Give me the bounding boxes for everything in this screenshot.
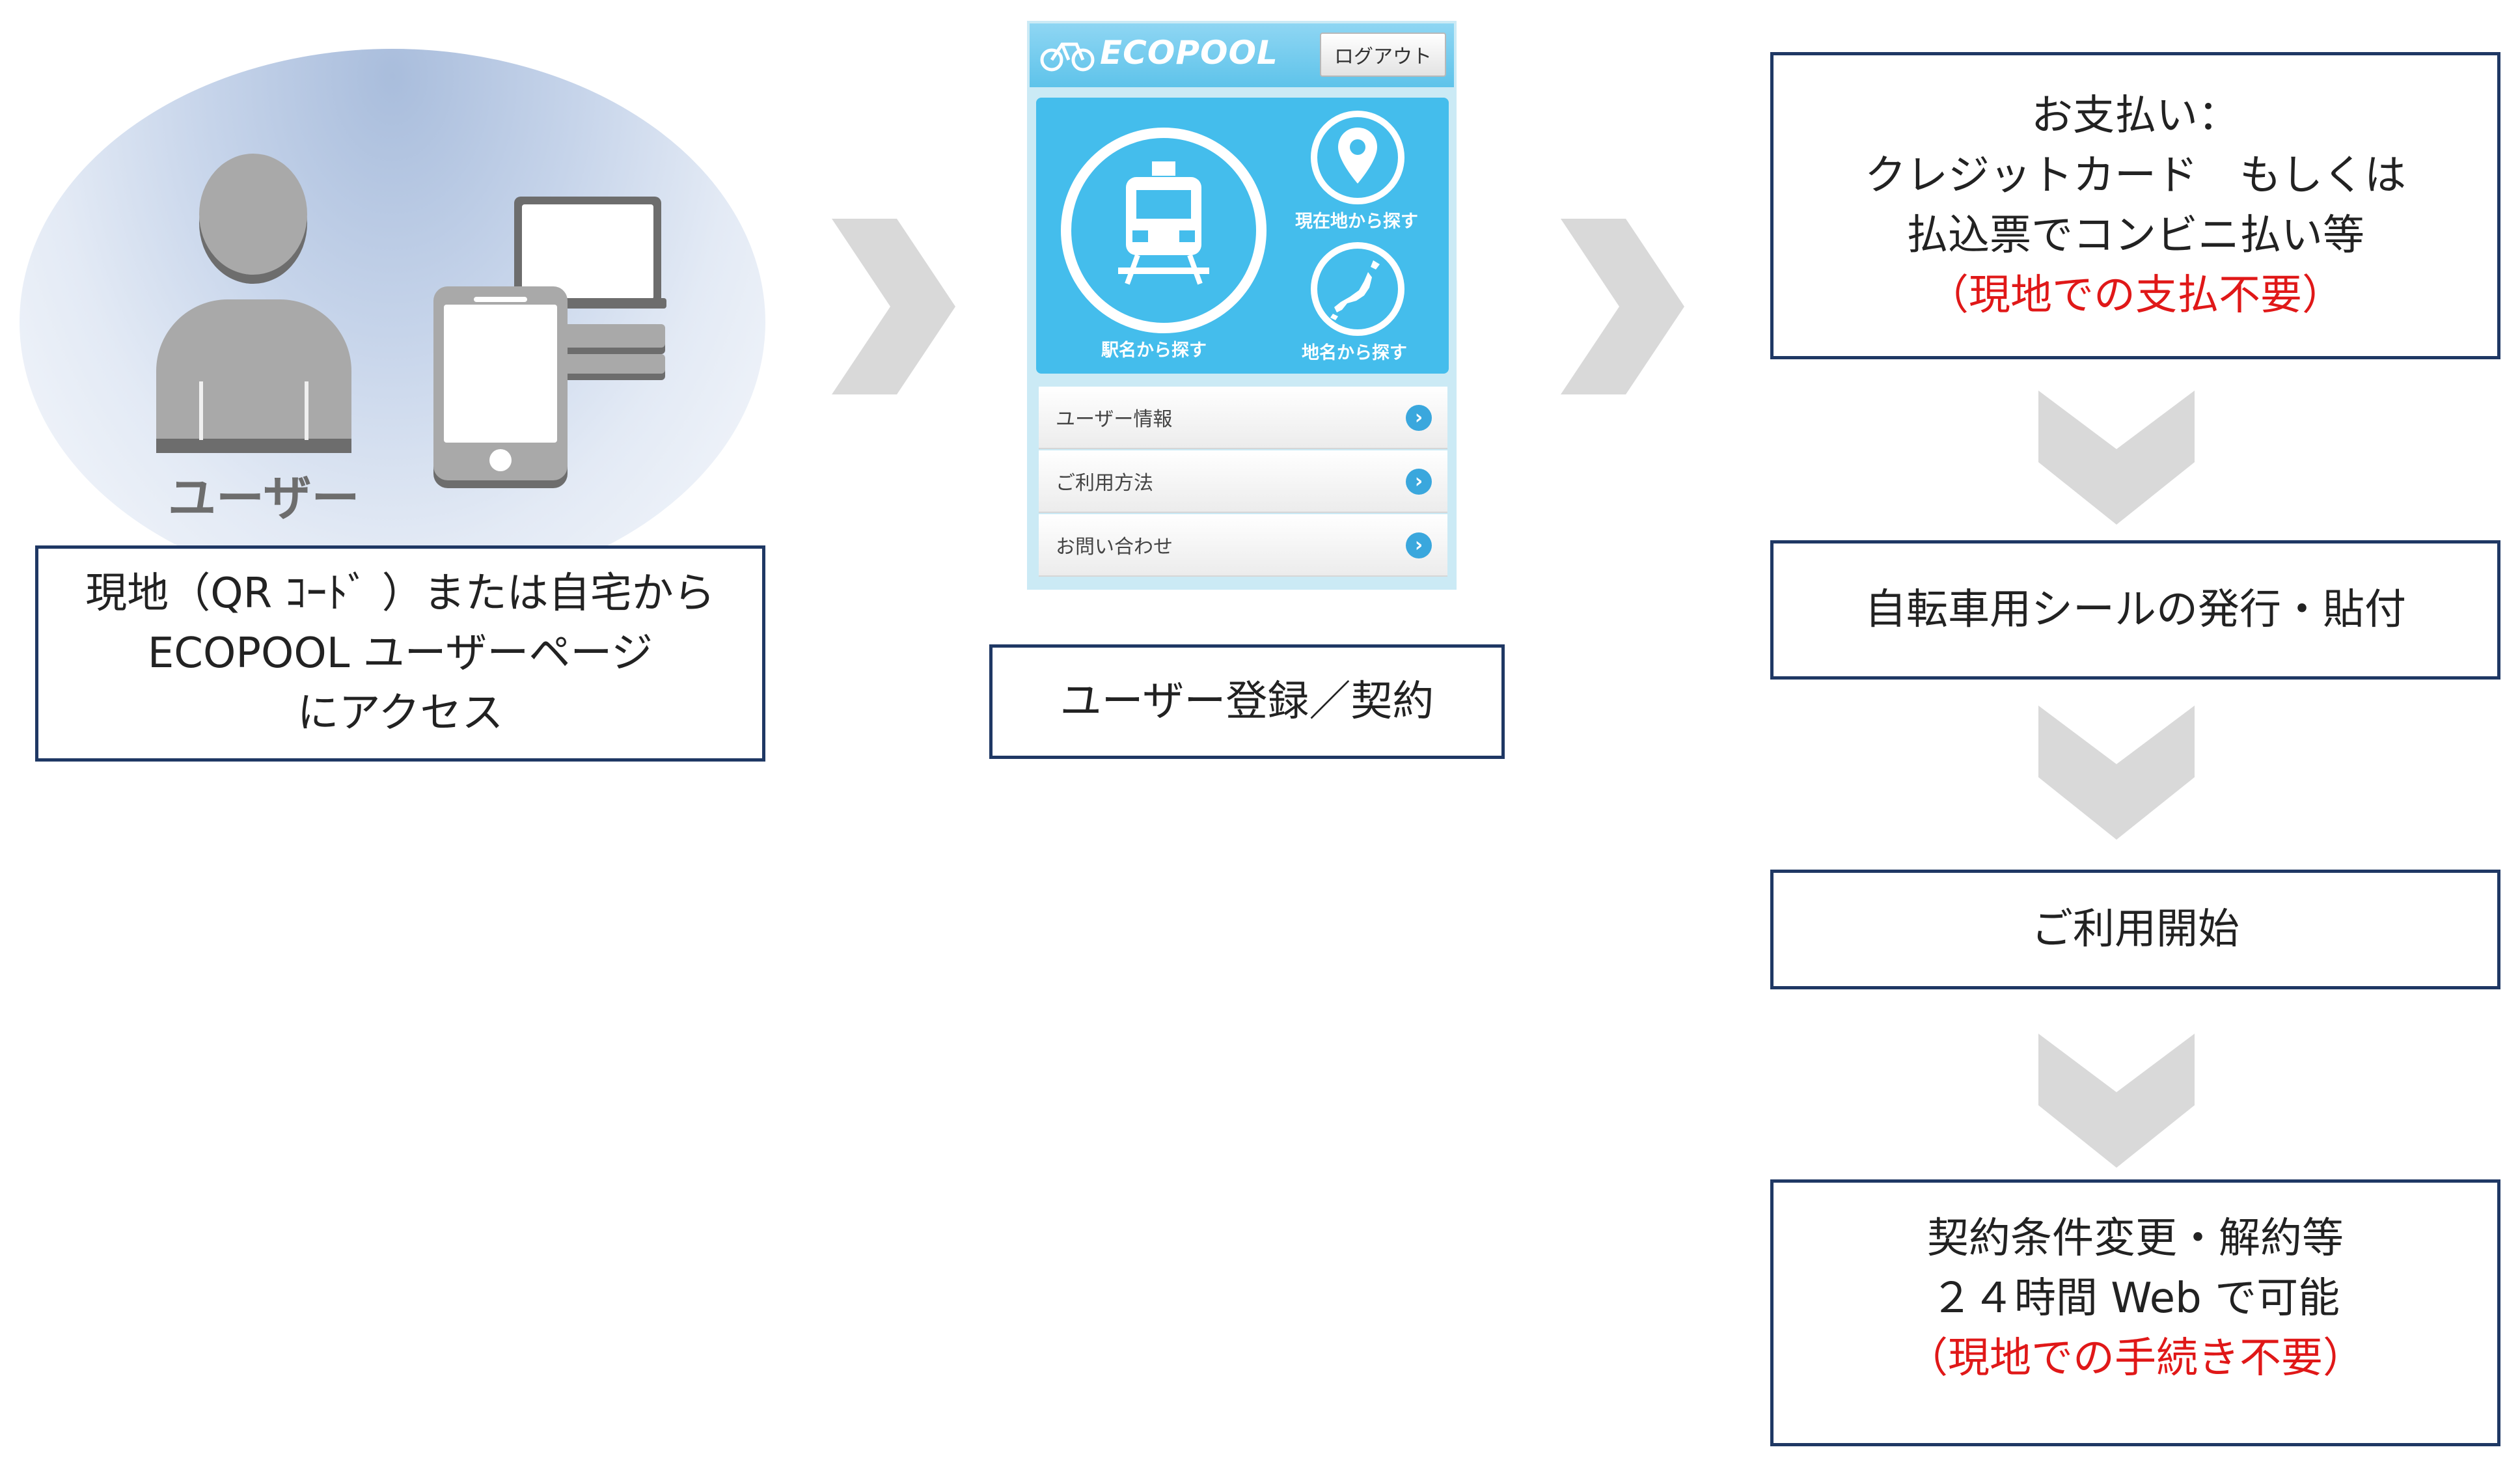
sticker-label: 自転車用シールの発行・貼付 bbox=[1865, 586, 2406, 634]
chevron-down-icon bbox=[2038, 391, 2195, 525]
logout-button[interactable]: ログアウト bbox=[1320, 33, 1446, 77]
payment-note: （現地での支払不要） bbox=[1927, 271, 2344, 320]
contract-line-2: ２４時間 Web で可能 bbox=[1930, 1274, 2340, 1323]
ecopool-logo: ECOPOOL bbox=[1100, 34, 1278, 72]
devices-icon bbox=[433, 194, 668, 480]
access-box: 現地（QR ｺｰﾄﾞ ）または自宅から ECOPOOL ユーザーページ にアクセ… bbox=[35, 545, 765, 762]
menu-item-label: ユーザー情報 bbox=[1056, 408, 1173, 431]
register-label: ユーザー登録／契約 bbox=[1060, 678, 1434, 726]
payment-line-2: クレジットカード もしくは bbox=[1865, 152, 2406, 200]
sticker-box: 自転車用シールの発行・貼付 bbox=[1770, 540, 2500, 680]
access-line-2: ECOPOOL ユーザーページ bbox=[147, 629, 653, 678]
payment-line-1: お支払い： bbox=[2031, 92, 2239, 140]
place-search-button[interactable] bbox=[1311, 242, 1404, 336]
chevron-right-icon: › bbox=[1406, 532, 1432, 558]
contract-line-1: 契約条件変更・解約等 bbox=[1927, 1215, 2344, 1263]
user-label: ユーザー bbox=[168, 471, 360, 527]
start-label: ご利用開始 bbox=[2031, 905, 2239, 954]
chevron-down-icon bbox=[2038, 706, 2195, 840]
bicycle-icon bbox=[1040, 42, 1095, 72]
access-line-1: 現地（QR ｺｰﾄﾞ ）または自宅から bbox=[85, 570, 715, 618]
user-icon bbox=[156, 154, 351, 453]
payment-line-3: 払込票でコンビニ払い等 bbox=[1906, 212, 2364, 260]
current-location-label: 現在地から探す bbox=[1295, 212, 1418, 232]
menu-item-how-to-use[interactable]: ご利用方法 › bbox=[1039, 450, 1447, 513]
place-search-label: 地名から探す bbox=[1302, 343, 1407, 363]
start-box: ご利用開始 bbox=[1770, 870, 2500, 989]
current-location-button[interactable] bbox=[1311, 111, 1404, 204]
menu-item-label: お問い合わせ bbox=[1056, 536, 1173, 558]
chevron-right-icon bbox=[832, 219, 955, 394]
payment-box: お支払い： クレジットカード もしくは 払込票でコンビニ払い等 （現地での支払不… bbox=[1770, 52, 2500, 359]
contract-note: （現地での手続き不要） bbox=[1906, 1334, 2364, 1382]
chevron-right-icon bbox=[1561, 219, 1684, 394]
train-icon bbox=[1118, 161, 1209, 285]
access-line-3: にアクセス bbox=[297, 689, 504, 737]
chevron-right-icon: › bbox=[1406, 469, 1432, 495]
menu-item-user-info[interactable]: ユーザー情報 › bbox=[1039, 387, 1447, 449]
menu-item-contact[interactable]: お問い合わせ › bbox=[1039, 514, 1447, 577]
user-ellipse bbox=[20, 49, 765, 596]
location-pin-icon bbox=[1338, 128, 1377, 184]
contract-change-box: 契約条件変更・解約等 ２４時間 Web で可能 （現地での手続き不要） bbox=[1770, 1179, 2500, 1446]
menu-item-label: ご利用方法 bbox=[1056, 472, 1153, 495]
chevron-down-icon bbox=[2038, 1034, 2195, 1168]
japan-map-icon bbox=[1330, 260, 1380, 320]
station-search-label: 駅名から探す bbox=[1101, 340, 1207, 361]
chevron-right-icon: › bbox=[1406, 405, 1432, 431]
register-box: ユーザー登録／契約 bbox=[989, 644, 1505, 759]
